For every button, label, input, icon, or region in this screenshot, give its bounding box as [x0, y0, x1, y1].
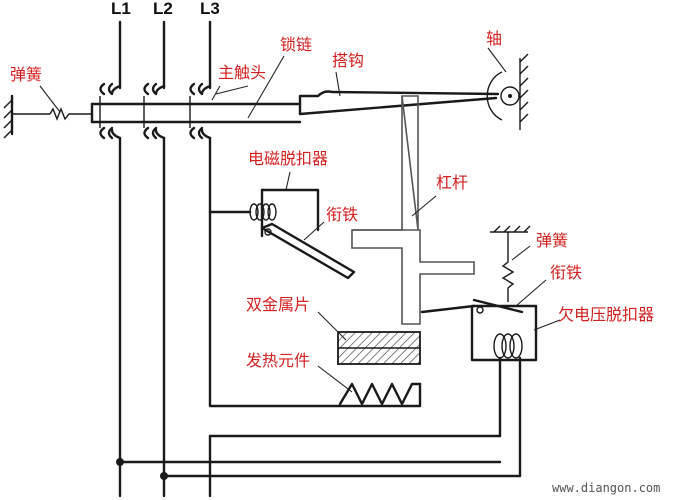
- label-em-release: 电磁脱扣器: [248, 149, 328, 168]
- shaft: [486, 53, 529, 130]
- label-lever: 杠杆: [436, 173, 468, 192]
- bimetal: [337, 331, 421, 365]
- label-undervoltage-release: 欠电压脱扣器: [558, 305, 654, 324]
- label-spring-left: 弹簧: [10, 65, 42, 84]
- label-heating-element: 发热元件: [246, 351, 310, 370]
- phase-label-l2: L2: [153, 0, 173, 18]
- label-shaft: 轴: [486, 29, 502, 48]
- label-spring-right: 弹簧: [536, 231, 568, 250]
- label-armature-left: 衔铁: [326, 205, 358, 224]
- phase-label-l1: L1: [111, 0, 131, 18]
- watermark: www.diangon.com: [552, 481, 660, 495]
- label-armature-right: 衔铁: [550, 263, 582, 282]
- em-coil: [249, 203, 277, 221]
- label-bimetal: 双金属片: [246, 295, 310, 314]
- lever: [351, 95, 475, 325]
- label-hook: 搭钩: [332, 51, 364, 70]
- em-release: [208, 188, 356, 280]
- phase-conductors-upper: [118, 20, 212, 90]
- contact-rails: [90, 102, 302, 124]
- label-lock-chain: 锁链: [280, 35, 312, 54]
- lock-chain: [298, 90, 500, 116]
- l3-circuit: [208, 136, 422, 408]
- main-contacts: [99, 82, 212, 140]
- right-spring: [490, 225, 531, 302]
- label-main-contact: 主触头: [218, 63, 266, 82]
- heating-element: [338, 382, 422, 406]
- uv-coil: [493, 333, 523, 359]
- undervoltage-release: [420, 298, 538, 478]
- phase-label-l3: L3: [200, 0, 220, 18]
- phase-conductors-lower: [116, 136, 522, 498]
- leader-lines: [39, 47, 561, 393]
- left-spring: [3, 94, 92, 139]
